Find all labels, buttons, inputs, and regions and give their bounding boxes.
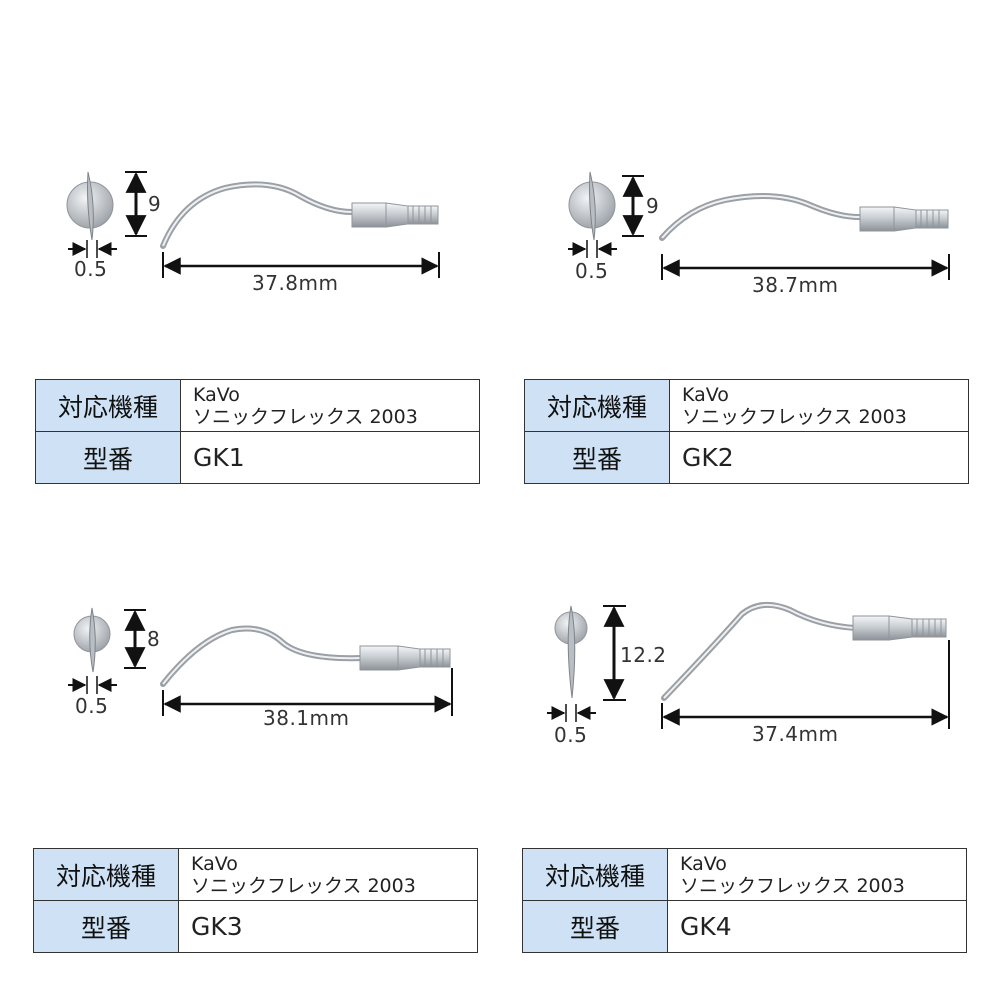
height-label: 12.2	[620, 643, 667, 667]
series-name: ソニックフレックス 2003	[680, 874, 905, 897]
tip-illustration-gk2: 9 0.5 38.7mm	[568, 171, 950, 297]
model-value: GK4	[667, 900, 967, 953]
maker-name: KaVo	[191, 852, 238, 875]
series-name: ソニックフレックス 2003	[682, 405, 907, 428]
tip-illustration-gk4: 12.2 0.5 37.4mm	[547, 601, 950, 747]
spec-table-gk1: 対応機種 KaVo ソニックフレックス 2003 型番 GK1	[35, 379, 480, 484]
model-header: 型番	[524, 431, 670, 484]
length-label: 37.8mm	[252, 271, 339, 295]
thickness-dimension: 0.5	[68, 676, 117, 718]
compatible-header: 対応機種	[33, 848, 179, 901]
height-dimension: 12.2	[603, 605, 667, 701]
tip-side-view-icon	[659, 193, 949, 241]
tip-end-view-icon	[554, 605, 588, 699]
compatible-value: KaVo ソニックフレックス 2003	[667, 848, 967, 901]
length-label: 38.1mm	[263, 706, 350, 730]
spec-table-gk3: 対応機種 KaVo ソニックフレックス 2003 型番 GK3	[33, 848, 478, 953]
series-name: ソニックフレックス 2003	[191, 874, 416, 897]
model-header: 型番	[35, 431, 181, 484]
tip-illustration-gk1: 9 0.5 37.8mm	[66, 171, 440, 295]
thickness-label: 0.5	[554, 723, 587, 747]
height-label: 8	[147, 627, 160, 651]
series-name: ソニックフレックス 2003	[193, 405, 418, 428]
tip-side-view-icon	[160, 625, 451, 687]
tip-end-view-icon	[66, 171, 114, 241]
maker-name: KaVo	[680, 852, 727, 875]
thickness-label: 0.5	[74, 257, 107, 281]
length-dimension: 37.4mm	[661, 640, 950, 746]
compatible-value: KaVo ソニックフレックス 2003	[178, 848, 478, 901]
model-header: 型番	[522, 900, 668, 953]
thickness-label: 0.5	[75, 694, 108, 718]
thickness-label: 0.5	[575, 259, 608, 283]
model-value: GK3	[178, 900, 478, 953]
thickness-dimension: 0.5	[568, 240, 617, 283]
tip-side-view-icon	[160, 181, 439, 249]
length-dimension: 37.8mm	[162, 252, 440, 295]
model-value: GK1	[180, 431, 480, 484]
compatible-header: 対応機種	[35, 379, 181, 432]
length-dimension: 38.1mm	[162, 668, 453, 730]
length-label: 38.7mm	[752, 273, 839, 297]
spec-table-gk2: 対応機種 KaVo ソニックフレックス 2003 型番 GK2	[524, 379, 969, 484]
length-label: 37.4mm	[752, 722, 839, 746]
compatible-header: 対応機種	[522, 848, 668, 901]
tip-end-view-icon	[73, 607, 111, 673]
tip-illustration-gk3: 8 0.5 38.1mm	[68, 607, 453, 730]
height-dimension: 9	[622, 175, 659, 237]
height-dimension: 8	[124, 609, 160, 669]
length-dimension: 38.7mm	[661, 254, 950, 297]
spec-table-gk4: 対応機種 KaVo ソニックフレックス 2003 型番 GK4	[522, 848, 967, 953]
thickness-dimension: 0.5	[68, 240, 117, 281]
thickness-dimension: 0.5	[547, 704, 596, 747]
model-header: 型番	[33, 900, 179, 953]
compatible-value: KaVo ソニックフレックス 2003	[180, 379, 480, 432]
maker-name: KaVo	[682, 383, 729, 406]
compatible-header: 対応機種	[524, 379, 670, 432]
height-label: 9	[148, 192, 161, 216]
model-value: GK2	[669, 431, 969, 484]
compatible-value: KaVo ソニックフレックス 2003	[669, 379, 969, 432]
maker-name: KaVo	[193, 383, 240, 406]
tip-end-view-icon	[568, 171, 616, 241]
tip-side-view-icon	[661, 601, 947, 701]
height-dimension: 9	[125, 171, 161, 237]
height-label: 9	[646, 194, 659, 218]
